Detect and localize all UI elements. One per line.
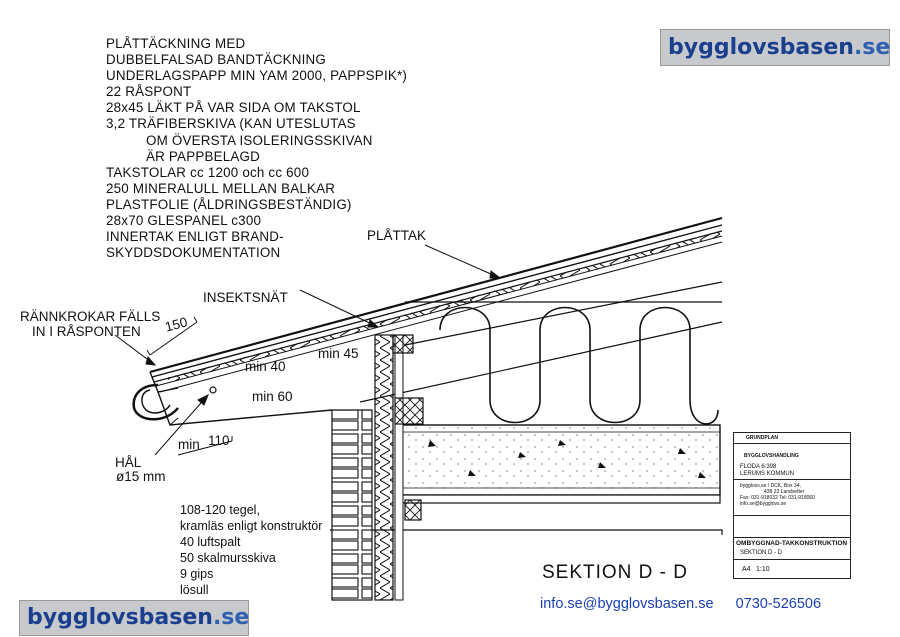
- brick-wall: [331, 409, 373, 601]
- note-line: DUBBELFALSAD BANDTÄCKNING: [106, 52, 327, 68]
- wall-insulation: [374, 334, 394, 601]
- label-min45: min 45: [318, 346, 359, 361]
- material-notes: PLÅTTÄCKNING MED DUBBELFALSAD BANDTÄCKNI…: [106, 36, 407, 261]
- contact-phone[interactable]: 0730-526506: [735, 596, 822, 612]
- drain-hole: [209, 386, 217, 394]
- wall-notes: 108-120 tegel, kramläs enligt konstruktö…: [180, 502, 322, 598]
- tb-bygglovshandling: BYGGLOVSHANDLING: [744, 453, 799, 459]
- leader-lines: [114, 244, 502, 456]
- insulation-waves: [439, 306, 719, 425]
- logo-name: bygglovsbasen: [27, 605, 213, 630]
- tb-addr-2: 438 22 Landvetter: [764, 489, 805, 495]
- label-hal-dia: ø15 mm: [116, 469, 166, 484]
- wall-note: kramläs enligt konstruktör: [180, 519, 323, 533]
- note-line: 22 RÅSPONT: [106, 84, 192, 100]
- note-line: SKYDDSDOKUMENTATION: [106, 245, 281, 261]
- label-min60: min 60: [252, 389, 293, 404]
- title-block: GRUNDPLAN BYGGLOVSHANDLING FLODA 6:398 L…: [733, 432, 851, 579]
- logo-name: bygglovsbasen: [668, 35, 854, 60]
- tb-addr-1: bygglovs.se / DCK, Box 34,: [740, 483, 801, 489]
- note-line: ÄR PAPPBELAGD: [146, 148, 260, 164]
- tb-scale: 1:10: [756, 566, 770, 573]
- wall-note: 40 luftspalt: [180, 535, 241, 549]
- note-line: PLÅTTÄCKNING MED: [106, 36, 246, 51]
- contact-info: info.se@bygglovsbasen.se 0730-526506: [540, 596, 839, 612]
- slab-marks: [428, 440, 706, 478]
- wall-note: 108-120 tegel,: [180, 503, 260, 517]
- label-min110-a: min: [178, 437, 200, 452]
- note-line: UNDERLAGSPAPP MIN YAM 2000, PAPPSPIK*): [106, 68, 408, 84]
- note-line: 250 MINERALULL MELLAN BALKAR: [106, 180, 336, 196]
- ceiling-slab: [399, 424, 721, 496]
- note-line: TAKSTOLAR cc 1200 och cc 600: [106, 164, 310, 180]
- gutter: [132, 383, 179, 421]
- tb-size: A4: [742, 566, 751, 573]
- label-insektsnat: INSEKTSNÄT: [203, 290, 288, 305]
- label-min110-b: 110: [208, 433, 230, 448]
- label-plattak: PLÅTTAK: [367, 228, 427, 243]
- note-line: PLASTFOLIE (ÅLDRINGSBESTÄNDIG): [106, 196, 352, 212]
- wall-note: lösull: [180, 583, 209, 597]
- note-line: 28x45 LÄKT PÅ VAR SIDA OM TAKSTOL: [106, 100, 361, 116]
- tb-section: SEKTION D - D: [740, 550, 783, 556]
- tb-row: [734, 433, 850, 444]
- brand-logo-bottom[interactable]: bygglovsbasen.se: [19, 600, 249, 636]
- tb-fax: Fax: 031-918032 Tel: 031-918060: [740, 495, 815, 501]
- note-line: 28x70 GLESPANEL c300: [106, 213, 262, 229]
- tb-place-2: LERUMS KOMMUN: [740, 471, 795, 477]
- roof-layers: [149, 216, 723, 426]
- note-line: 3,2 TRÄFIBERSKIVA (KAN UTESLUTAS: [106, 116, 356, 132]
- wall-note: 9 gips: [180, 567, 214, 581]
- note-line: OM ÖVERSTA ISOLERINGSSKIVAN: [146, 132, 373, 148]
- tb-mail: info.se@bygglovs.se: [740, 501, 787, 507]
- tb-grundplan: GRUNDPLAN: [746, 435, 778, 441]
- label-hal: HÅL: [115, 455, 142, 470]
- tb-project: OMBYGGNAD-TAKKONSTRUKTION: [736, 540, 848, 547]
- tb-place-1: FLODA 6:398: [740, 464, 777, 470]
- section-title: SEKTION D - D: [542, 562, 689, 583]
- label-rannkrokar-1: RÄNNKROKAR FÄLLS: [20, 309, 161, 324]
- wall-note: 50 skalmursskiva: [180, 551, 276, 565]
- brand-logo-top[interactable]: bygglovsbasen.se: [660, 29, 890, 66]
- note-line: INNERTAK ENLIGT BRAND-: [106, 229, 284, 245]
- contact-email[interactable]: info.se@bygglovsbasen.se: [540, 596, 714, 612]
- label-rannkrokar-2: IN I RÅSPONTEN: [32, 324, 141, 339]
- logo-tld: .se: [212, 605, 250, 630]
- label-min40: min 40: [245, 359, 286, 374]
- logo-tld: .se: [853, 35, 891, 60]
